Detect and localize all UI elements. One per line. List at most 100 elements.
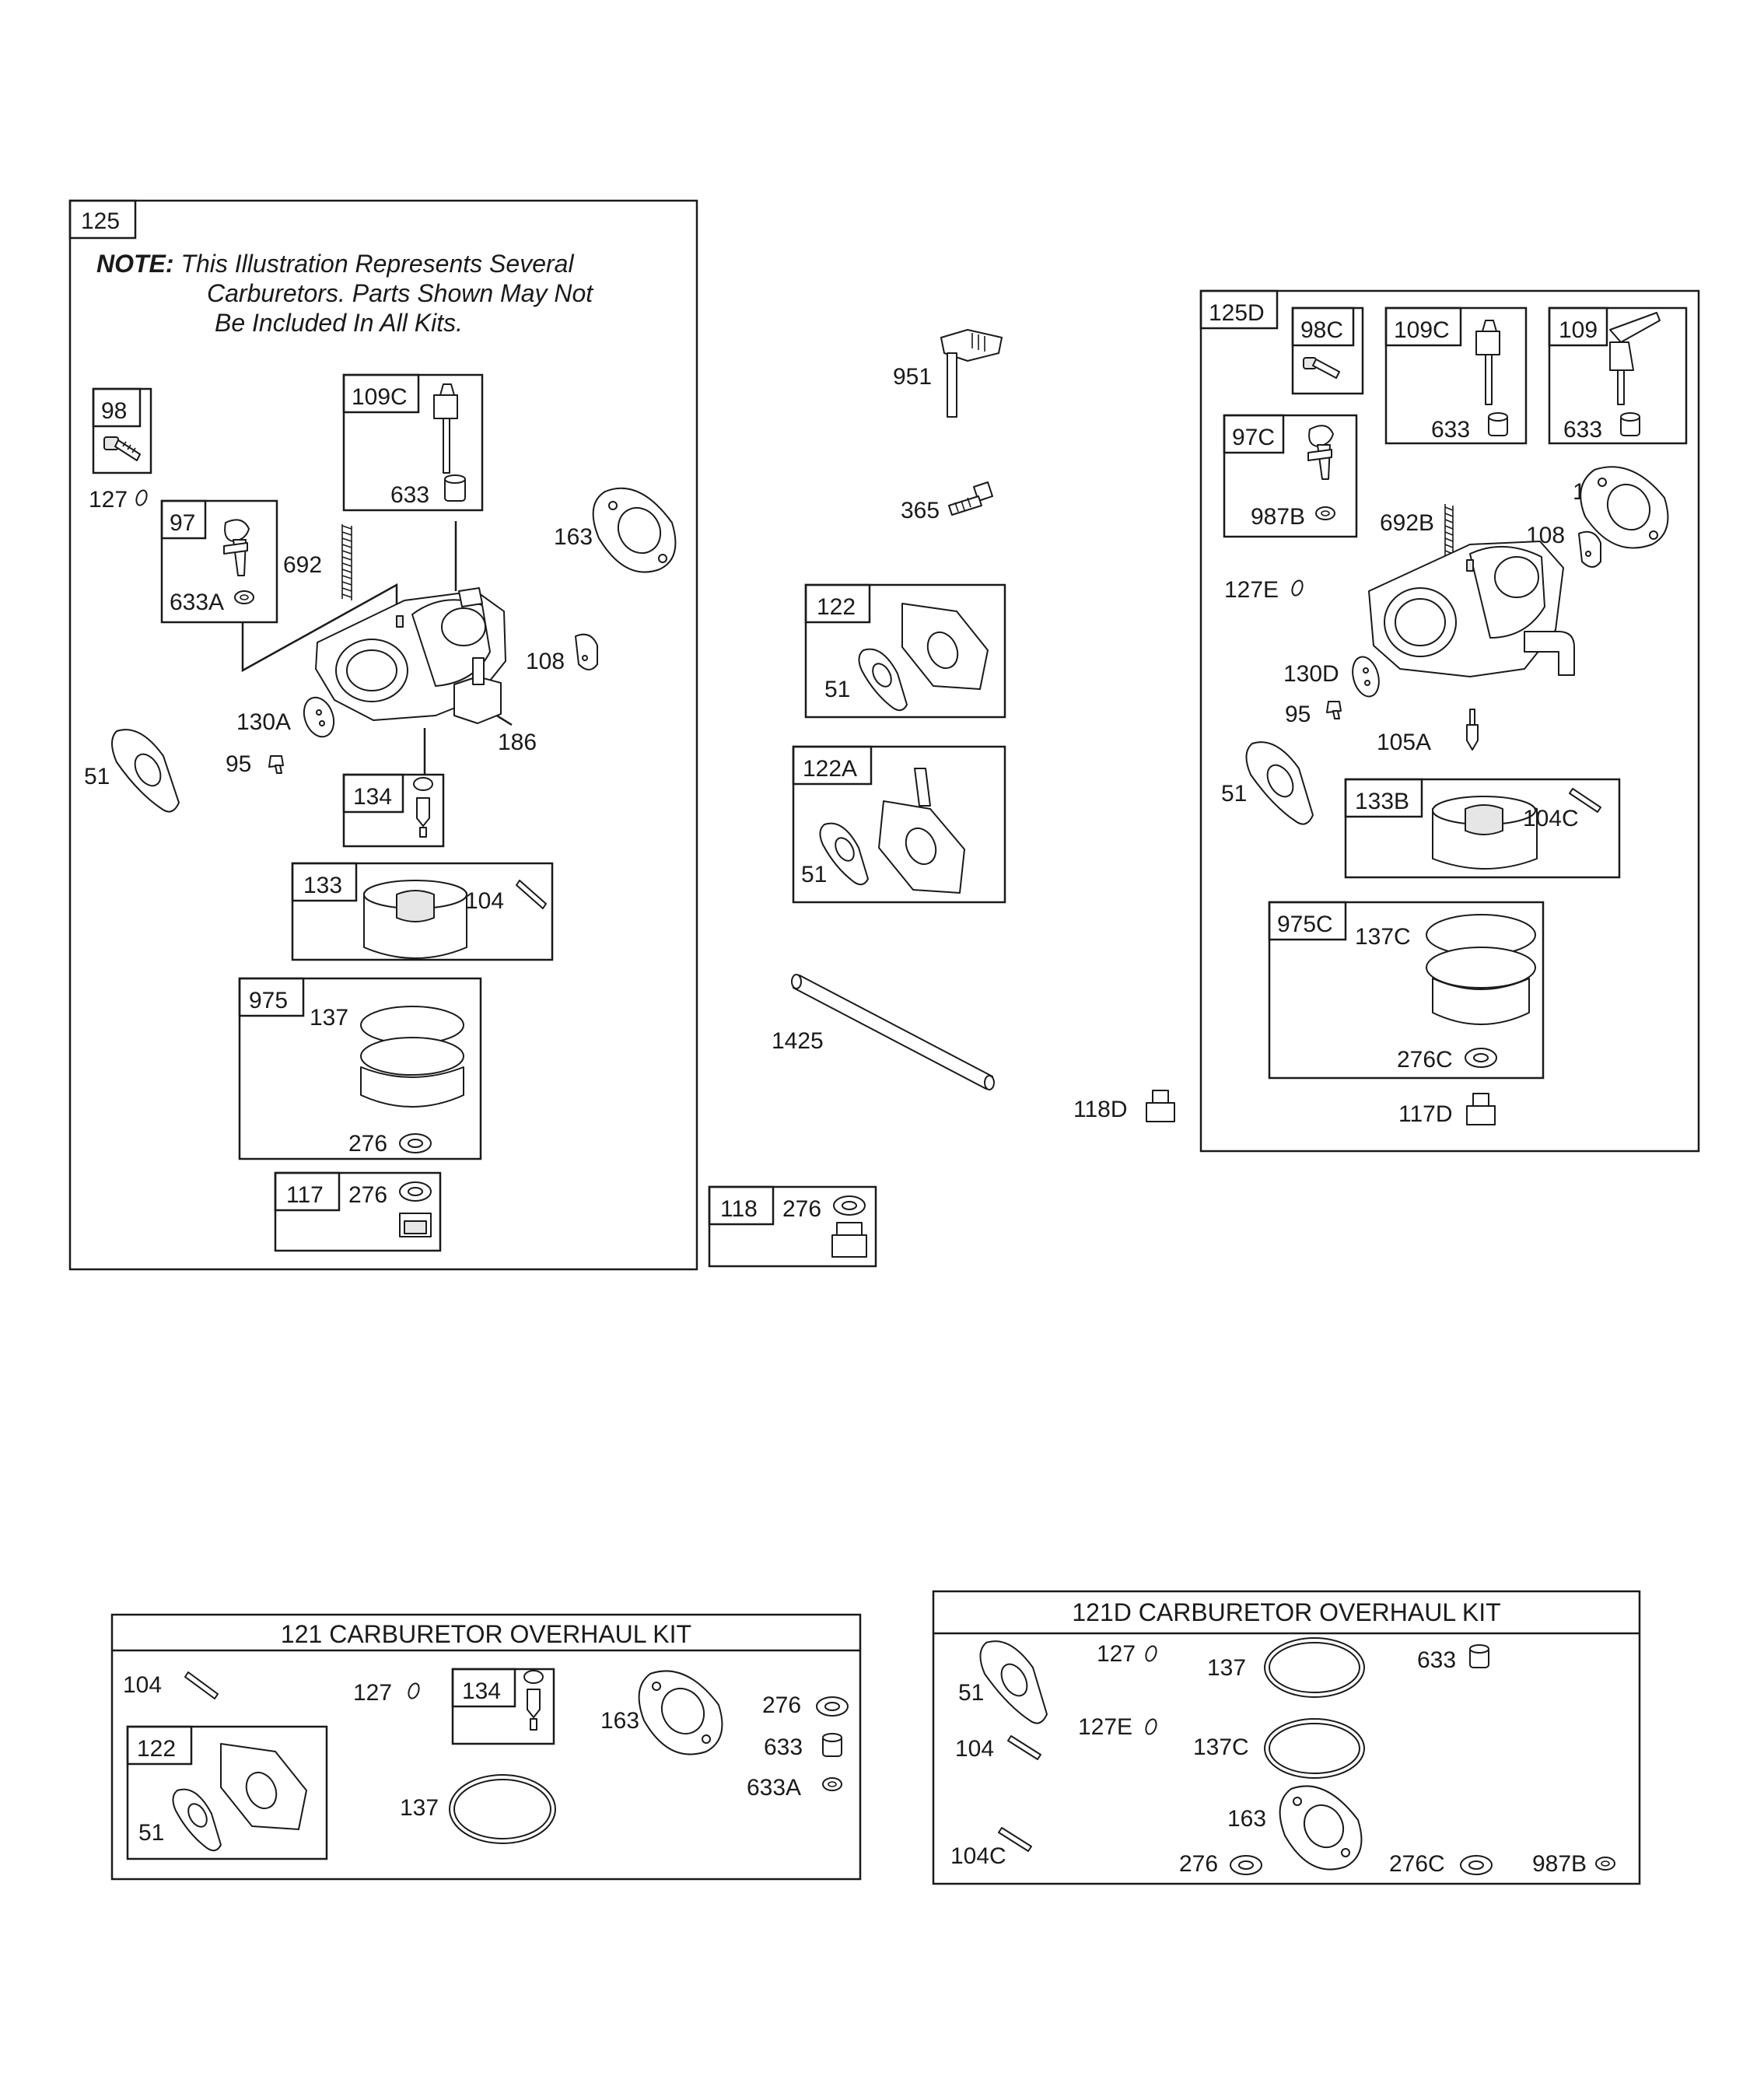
o-ring-127E-kit-d-icon [1145, 1718, 1157, 1735]
throttle-plate-108-icon [575, 633, 598, 670]
subbox-97-tag [160, 499, 207, 540]
needle-valve-134-icon [413, 777, 433, 838]
label-951: 951 [893, 364, 932, 390]
label-122A: 122A [803, 756, 857, 782]
kit121D-label-137C: 137C [1193, 1734, 1249, 1760]
label-633-r1: 633 [1431, 417, 1470, 443]
subbox-133B [1344, 778, 1621, 879]
throttle-shaft-109C-icon [433, 383, 458, 474]
kit-121D: 121D CARBURETOR OVERHAUL KIT 51 127 137 … [932, 1590, 1641, 1885]
o-ring-127-kit-icon [408, 1682, 420, 1699]
label-95-right: 95 [1285, 702, 1311, 727]
kit121-label-633: 633 [764, 1734, 803, 1760]
label-108: 108 [526, 649, 565, 674]
label-137C-right: 137C [1355, 924, 1411, 950]
throttle-plate-108-right-icon [1578, 530, 1601, 568]
label-1425: 1425 [772, 1028, 824, 1054]
spacer-122-icon [858, 603, 989, 712]
subbox-118-tag [708, 1185, 775, 1226]
fuel-shutoff-951-icon [940, 329, 1003, 418]
kit121-subbox-134-tag [451, 1668, 516, 1708]
o-ring-127E-icon [1291, 579, 1304, 597]
group-125-label-box [68, 199, 137, 240]
kit121-label-163: 163 [600, 1708, 639, 1734]
screw-95-right-icon [1326, 701, 1342, 719]
spacer-122A-icon [819, 768, 965, 894]
label-276-117: 276 [348, 1182, 387, 1208]
seal-987B-kit-d-icon [1595, 1857, 1615, 1871]
label-104-left: 104 [465, 888, 504, 914]
group-125D: 125D 98C 109C 633 109 [1199, 289, 1700, 1153]
pin-104C-kit-d-icon [998, 1827, 1032, 1852]
gasket-137-kit-d-icon [1264, 1637, 1365, 1698]
kit121D-label-276C: 276C [1389, 1851, 1445, 1877]
carburetor-body-icon [315, 587, 506, 724]
needle-105A-icon [1466, 709, 1479, 751]
subbox-109C-tag [342, 373, 420, 414]
subbox-133 [291, 862, 554, 961]
gasket-163-icon [592, 487, 677, 573]
subbox-109 [1548, 306, 1688, 445]
float-133-icon [363, 880, 467, 959]
kit121-label-104: 104 [123, 1672, 162, 1698]
kit-121-frame [110, 1613, 862, 1881]
subbox-122-tag [804, 583, 871, 624]
nut-117D-icon [1466, 1093, 1496, 1125]
washer-276C-kit-d-icon [1460, 1855, 1493, 1875]
seal-633-kit-d-icon [1469, 1644, 1489, 1668]
seal-633A-kit-icon [822, 1777, 842, 1791]
label-137-left: 137 [310, 1005, 348, 1031]
subbox-109C-right-tag [1384, 306, 1462, 347]
label-51-left: 51 [84, 764, 110, 789]
subbox-975C [1268, 901, 1545, 1080]
seal-633-r2-icon [1620, 412, 1640, 436]
choke-lever-97-icon [223, 519, 250, 576]
kit121D-label-633: 633 [1417, 1647, 1456, 1673]
group-125-label: 125 [81, 208, 120, 234]
subbox-109-tag [1548, 306, 1608, 347]
screw-365-icon [948, 481, 993, 516]
subbox-117 [274, 1171, 442, 1252]
label-117: 117 [286, 1182, 324, 1208]
label-987B: 987B [1251, 504, 1305, 530]
label-127: 127 [89, 487, 128, 513]
kit121D-label-127E: 127E [1078, 1714, 1132, 1740]
label-118: 118 [720, 1196, 758, 1222]
subbox-975 [238, 977, 482, 1160]
washer-276-118-icon [833, 1195, 866, 1216]
kit121D-label-104: 104 [955, 1736, 994, 1762]
throttle-shaft-109C-right-icon [1475, 320, 1500, 405]
nut-118D-icon [1146, 1090, 1175, 1122]
seal-633A-icon [234, 590, 254, 604]
subbox-133-tag [291, 862, 358, 902]
pin-104C-icon [1569, 788, 1601, 813]
label-109C-right: 109C [1394, 317, 1450, 343]
gasket-163-kit-d-icon [1279, 1785, 1363, 1871]
gasket-137C-kit-d-icon [1264, 1718, 1365, 1779]
label-51-right: 51 [1221, 781, 1247, 807]
label-975: 975 [249, 988, 288, 1013]
subbox-122A-tag [792, 745, 873, 786]
label-117D: 117D [1398, 1101, 1453, 1127]
label-127E-right: 127E [1224, 577, 1279, 603]
screw-98C-icon [1303, 357, 1340, 379]
kit121-label-134: 134 [462, 1678, 501, 1704]
pin-104-kit-icon [184, 1671, 219, 1699]
label-163: 163 [554, 524, 593, 550]
subbox-97 [160, 499, 278, 624]
kit-121D-frame [932, 1590, 1641, 1885]
kit121-label-137: 137 [400, 1795, 439, 1821]
spring-692-icon [341, 524, 352, 600]
washer-276-kit-d-icon [1230, 1855, 1262, 1875]
pin-104-icon [516, 880, 547, 909]
gasket-137-kit-icon [449, 1774, 556, 1844]
kit121-subbox-122-tag [126, 1725, 193, 1766]
o-ring-127-kit-d-icon [1145, 1645, 1157, 1662]
group-125D-label-box [1199, 289, 1279, 330]
label-95: 95 [226, 751, 251, 777]
note-line-2: Carburetors. Parts Shown May Not [207, 279, 593, 307]
label-633A: 633A [170, 590, 224, 615]
kit121D-label-104C: 104C [950, 1843, 1006, 1869]
kit-121: 121 CARBURETOR OVERHAUL KIT 104 127 134 … [110, 1613, 862, 1881]
subbox-975C-tag [1268, 901, 1347, 941]
